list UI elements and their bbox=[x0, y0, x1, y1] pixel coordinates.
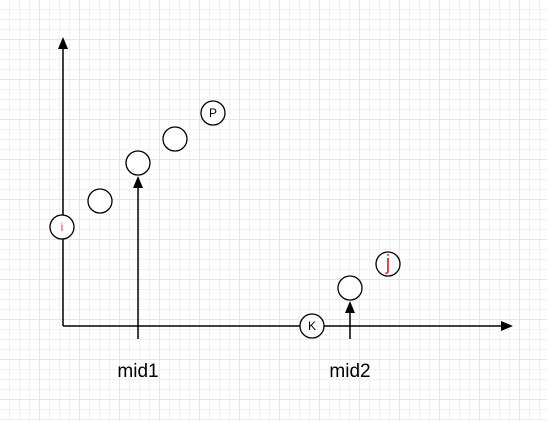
node-k: K bbox=[299, 313, 325, 339]
node-i: i bbox=[49, 214, 75, 240]
mid1-pointer-arrowhead bbox=[133, 176, 143, 188]
node-j: j bbox=[375, 251, 401, 277]
mid2-pointer-arrowhead bbox=[345, 301, 355, 313]
node-empty-1 bbox=[87, 188, 113, 214]
mid1-label: mid1 bbox=[117, 361, 158, 382]
node-p-label: P bbox=[209, 106, 217, 120]
node-empty-4 bbox=[337, 275, 363, 301]
node-i-circle bbox=[49, 214, 75, 240]
node-k-label: K bbox=[308, 319, 316, 333]
node-p-circle bbox=[200, 100, 226, 126]
node-empty-3-circle bbox=[162, 126, 188, 152]
node-j-circle bbox=[375, 251, 401, 277]
node-empty-4-circle bbox=[337, 275, 363, 301]
mid2-label: mid2 bbox=[329, 361, 370, 382]
y-axis-arrowhead bbox=[58, 37, 68, 49]
x-axis-arrowhead bbox=[501, 321, 513, 331]
node-empty-1-circle bbox=[87, 188, 113, 214]
node-i-label: i bbox=[61, 220, 64, 234]
node-empty-2-circle bbox=[125, 150, 151, 176]
node-empty-2 bbox=[125, 150, 151, 176]
node-j-label: j bbox=[385, 252, 391, 275]
node-empty-3 bbox=[162, 126, 188, 152]
node-p: P bbox=[200, 100, 226, 126]
node-k-circle bbox=[299, 313, 325, 339]
